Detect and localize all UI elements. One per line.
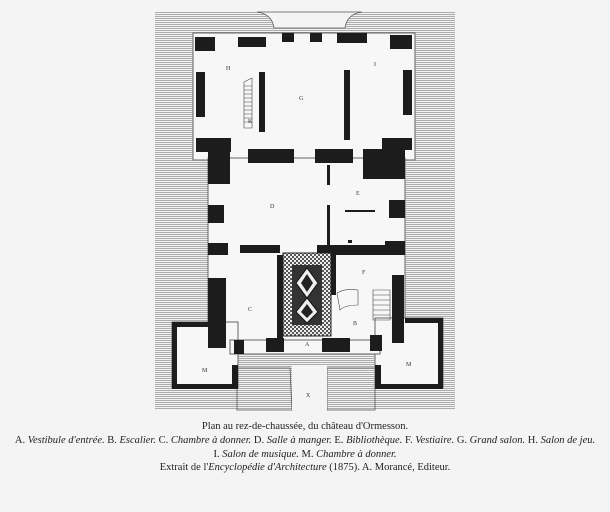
room-label-a: A	[305, 342, 310, 348]
legend-key: I.	[213, 449, 220, 460]
legend-key: A.	[14, 435, 26, 446]
legend-name: Escalier.	[119, 435, 156, 446]
legend-key: D.	[253, 435, 265, 446]
room-label-h: H	[226, 66, 231, 72]
room-label-m-right: M	[406, 362, 412, 368]
caption-source: Extrait de l'Encyclopédie d'Architecture…	[0, 462, 610, 473]
legend-name: Salon de jeu.	[540, 435, 596, 446]
legend-key: H.	[527, 435, 538, 446]
walls	[172, 33, 443, 389]
legend-name: Vestibule d'entrée.	[27, 435, 105, 446]
legend-name: Bibliothèque.	[346, 435, 403, 446]
room-label-stair: K	[248, 119, 253, 125]
legend-name: Grand salon.	[469, 435, 526, 446]
room-label-x: X	[306, 393, 311, 399]
room-label-i: I	[374, 62, 376, 68]
legend-key: M.	[301, 449, 314, 460]
caption-legend-line-1: A. Vestibule d'entrée. B. Escalier. C. C…	[0, 435, 610, 446]
room-label-c: C	[248, 307, 252, 313]
room-label-m-left: M	[202, 368, 208, 374]
source-suffix: (1875). A. Morancé, Editeur.	[326, 462, 451, 473]
floor-plan: H I G K D E F C B A M M X	[155, 11, 455, 411]
legend-name: Salle à manger.	[266, 435, 332, 446]
vestibule-floor	[282, 252, 332, 337]
legend-key: E.	[334, 435, 344, 446]
caption-title: Plan au rez-de-chaussée, du château d'Or…	[201, 421, 409, 432]
room-label-e: E	[356, 191, 360, 197]
caption-legend-line-2: I. Salon de musique. M. Chambre à donner…	[0, 449, 610, 460]
legend-key: B.	[107, 435, 117, 446]
room-label-g: G	[299, 96, 304, 102]
terrace	[256, 11, 363, 29]
source-prefix: Extrait de l'	[159, 462, 209, 473]
legend-key: C.	[158, 435, 169, 446]
legend-name: Chambre à donner.	[170, 435, 252, 446]
source-title: Encyclopédie d'Architecture	[208, 462, 327, 473]
room-label-b: B	[353, 321, 357, 327]
room-label-d: D	[270, 204, 275, 210]
legend-name: Vestiaire.	[415, 435, 455, 446]
legend-name: Chambre à donner.	[316, 449, 397, 460]
legend-key: F.	[404, 435, 413, 446]
room-label-f: F	[362, 270, 366, 276]
legend-name: Salon de musique.	[222, 449, 299, 460]
legend-key: G.	[456, 435, 468, 446]
stair	[243, 77, 391, 321]
